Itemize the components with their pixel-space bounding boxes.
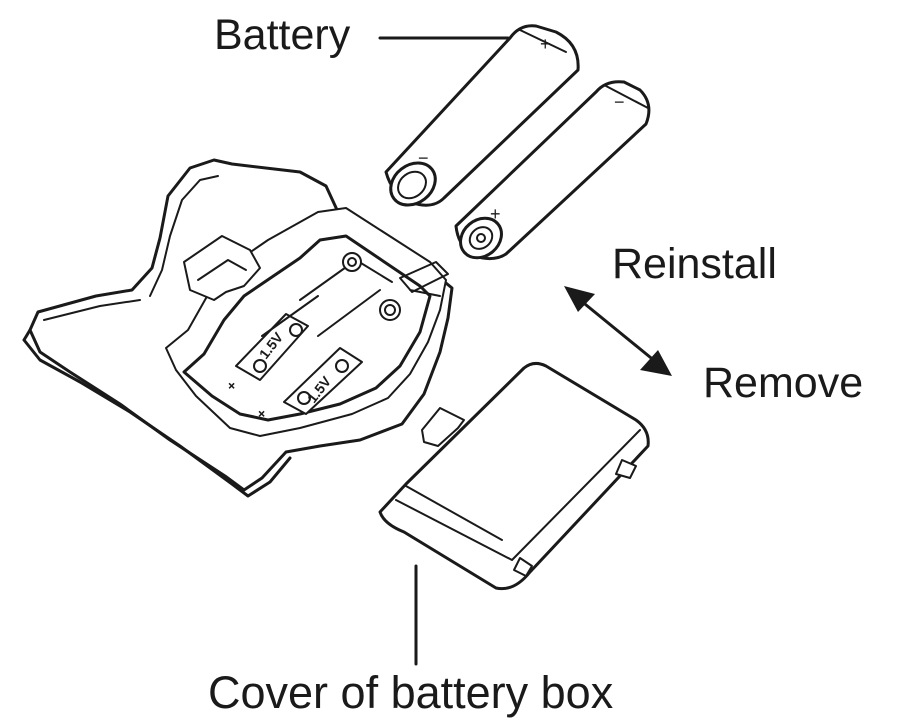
battery-1-plus-mark: + <box>540 34 551 54</box>
battery-2-minus-mark: − <box>614 92 625 112</box>
reinstall-label: Reinstall <box>612 240 777 288</box>
device-body: + + <box>22 158 454 498</box>
battery-box-cover <box>378 361 650 591</box>
battery-label: Battery <box>214 11 351 59</box>
battery-1-minus-mark: − <box>418 148 429 168</box>
reinstall-remove-arrow <box>564 286 672 376</box>
battery-cell-1 <box>384 24 580 207</box>
battery-cell-2 <box>454 80 651 261</box>
cover-label: Cover of battery box <box>208 667 614 718</box>
remove-label: Remove <box>703 359 864 407</box>
battery-2-plus-mark: + <box>490 204 501 224</box>
